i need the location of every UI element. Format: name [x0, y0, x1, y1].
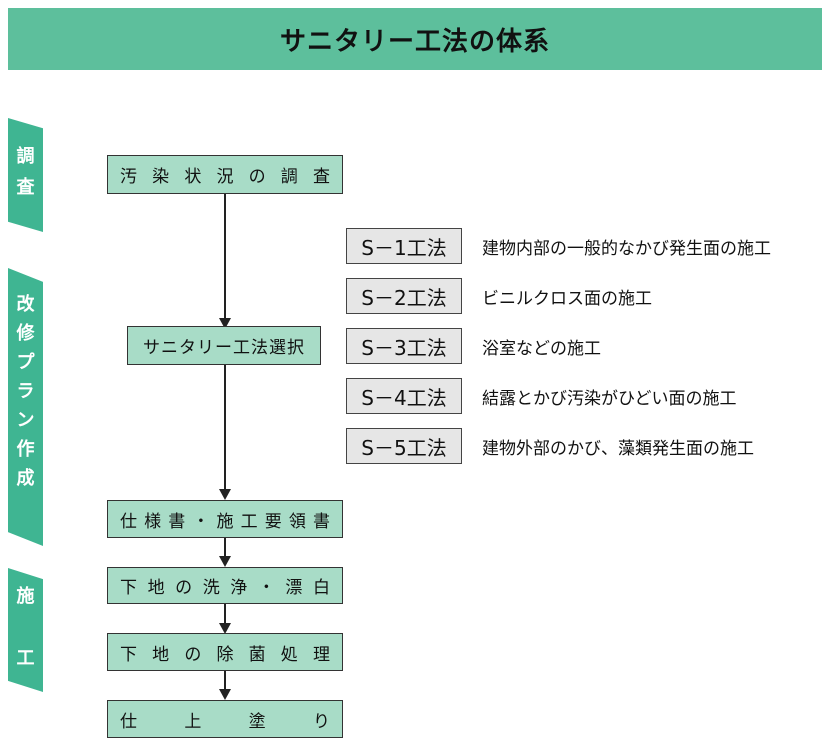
step-label: 汚 染 状 況 の 調 査 — [108, 162, 342, 187]
step-specification: 仕 様 書 ・ 施 工 要 領 書 — [107, 500, 343, 538]
connector-line — [224, 364, 226, 490]
step-sterilize: 下 地 の 除 菌 処 理 — [107, 633, 343, 671]
step-char: 工 — [240, 511, 258, 532]
step-char: の — [184, 644, 202, 665]
phase-char: ン — [16, 410, 35, 431]
step-char: 菌 — [248, 644, 266, 665]
arrow-down-icon — [219, 623, 231, 634]
phase-char: プ — [16, 352, 35, 373]
step-char: 塗 — [248, 711, 266, 732]
connector-line — [224, 670, 226, 690]
step-char: ・ — [257, 578, 275, 598]
step-char: 地 — [147, 578, 165, 598]
phase-tab-plan: 改 修 プ ラ ン 作 成 — [8, 268, 43, 546]
step-char: 染 — [152, 167, 170, 187]
phase-char: 施 — [16, 586, 35, 607]
phase-char: 改 — [16, 294, 35, 315]
method-s1-box: S－1工法 — [346, 228, 462, 264]
phase-char: 査 — [16, 177, 35, 198]
arrow-down-icon — [219, 318, 231, 329]
step-char: 様 — [144, 511, 162, 532]
method-s5-box: S－5工法 — [346, 428, 462, 464]
step-label: 下 地 の 洗 浄 ・ 漂 白 — [108, 573, 342, 598]
step-label: サニタリー工法選択 — [143, 338, 305, 358]
connector-line — [224, 193, 226, 318]
method-s2-description: ビニルクロス面の施工 — [482, 288, 652, 309]
method-s2-box: S－2工法 — [346, 278, 462, 314]
step-char: 上 — [184, 711, 202, 732]
phase-char: 作 — [16, 439, 35, 460]
step-char: 仕 — [120, 511, 137, 532]
method-s1-description: 建物内部の一般的なかび発生面の施工 — [482, 238, 771, 259]
step-char: 仕 — [120, 711, 137, 732]
step-survey: 汚 染 状 況 の 調 査 — [107, 155, 343, 194]
step-label: 仕 様 書 ・ 施 工 要 領 書 — [108, 507, 342, 532]
phase-char: 工 — [16, 648, 35, 669]
step-char: 書 — [168, 511, 186, 532]
phase-char: 成 — [16, 468, 35, 489]
step-char: 地 — [152, 644, 170, 665]
method-s4-description: 結露とかび汚染がひどい面の施工 — [482, 388, 737, 409]
step-char: 領 — [288, 511, 306, 532]
step-char: 書 — [313, 511, 330, 532]
step-char: の — [175, 578, 193, 598]
phase-tab-survey: 調 査 — [8, 118, 43, 232]
step-char: 浄 — [230, 578, 248, 598]
step-label: 下 地 の 除 菌 処 理 — [108, 640, 342, 665]
step-char: 下 — [120, 578, 137, 598]
step-label: 仕 上 塗 り — [108, 707, 342, 732]
step-char: の — [248, 167, 266, 187]
connector-line — [224, 537, 226, 557]
step-char: 処 — [280, 644, 298, 665]
arrow-down-icon — [219, 489, 231, 500]
method-s3-description: 浴室などの施工 — [482, 338, 601, 359]
step-char: 要 — [264, 511, 282, 532]
step-finish-coat: 仕 上 塗 り — [107, 700, 343, 738]
step-wash-bleach: 下 地 の 洗 浄 ・ 漂 白 — [107, 567, 343, 604]
step-char: 況 — [216, 167, 234, 187]
phase-char: 修 — [16, 323, 35, 344]
step-char: 施 — [216, 511, 234, 532]
step-char: 調 — [280, 167, 298, 187]
method-s3-box: S－3工法 — [346, 328, 462, 364]
page-title: サニタリー工法の体系 — [8, 8, 822, 70]
step-char: 査 — [312, 167, 330, 187]
step-char: 理 — [312, 644, 330, 665]
phase-tab-construction: 施 工 — [8, 568, 43, 692]
phase-char: ラ — [16, 381, 35, 402]
method-s5-description: 建物外部のかび、藻類発生面の施工 — [482, 438, 754, 459]
step-char: ・ — [192, 511, 210, 532]
arrow-down-icon — [219, 556, 231, 567]
step-char: 漂 — [285, 578, 303, 598]
step-char: 除 — [216, 644, 234, 665]
method-s4-box: S－4工法 — [346, 378, 462, 414]
step-char: 汚 — [120, 167, 137, 187]
step-char: り — [312, 711, 330, 732]
step-char: 洗 — [202, 578, 220, 598]
step-char: 白 — [312, 578, 330, 598]
arrow-down-icon — [219, 689, 231, 700]
step-method-selection: サニタリー工法選択 — [127, 326, 321, 365]
phase-char: 調 — [16, 146, 35, 167]
step-char: 下 — [120, 644, 137, 665]
connector-line — [224, 603, 226, 624]
step-char: 状 — [184, 167, 202, 187]
